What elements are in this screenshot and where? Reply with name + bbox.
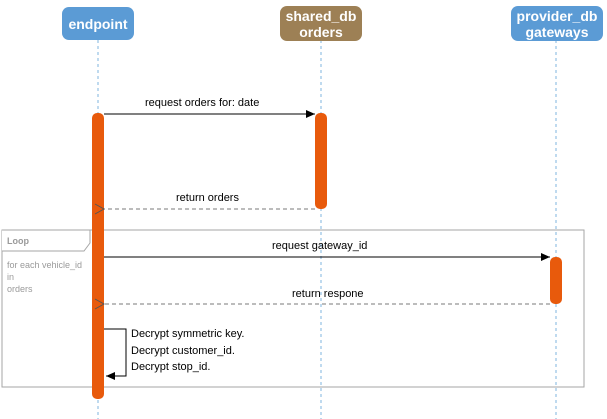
loop-frame-tab — [2, 229, 91, 252]
participant-shared-db-sublabel: orders — [299, 23, 343, 40]
loop-condition-line-3: orders — [7, 284, 33, 294]
activation-provider-db — [550, 257, 562, 304]
loop-condition-line-1: for each vehicle_id — [7, 260, 83, 270]
activation-shared-db — [315, 113, 327, 209]
participant-endpoint: endpoint — [62, 7, 134, 40]
self-call-label-1: Decrypt symmetric key. — [131, 328, 245, 340]
self-call-label-3: Decrypt stop_id. — [131, 361, 211, 373]
activation-endpoint — [92, 113, 104, 399]
participant-endpoint-label: endpoint — [68, 15, 128, 32]
message-label-return-response: return respone — [292, 288, 364, 300]
self-call-arrow — [104, 328, 127, 380]
self-call-label-2: Decrypt customer_id. — [131, 345, 235, 357]
message-label-request-gateway: request gateway_id — [272, 240, 368, 252]
loop-frame — [1, 229, 585, 388]
participant-shared-db-label: shared_db — [285, 7, 357, 24]
participant-provider-db-label: provider_db — [516, 7, 598, 24]
message-label-request-orders: request orders for: date — [145, 97, 260, 109]
participant-shared-db: shared_db orders — [280, 6, 362, 41]
message-label-return-orders: return orders — [176, 192, 239, 204]
participant-provider-db-sublabel: gateways — [525, 23, 589, 40]
loop-title: Loop — [7, 236, 29, 246]
participant-provider-db: provider_db gateways — [511, 6, 603, 41]
loop-condition-line-2: in — [7, 272, 15, 282]
